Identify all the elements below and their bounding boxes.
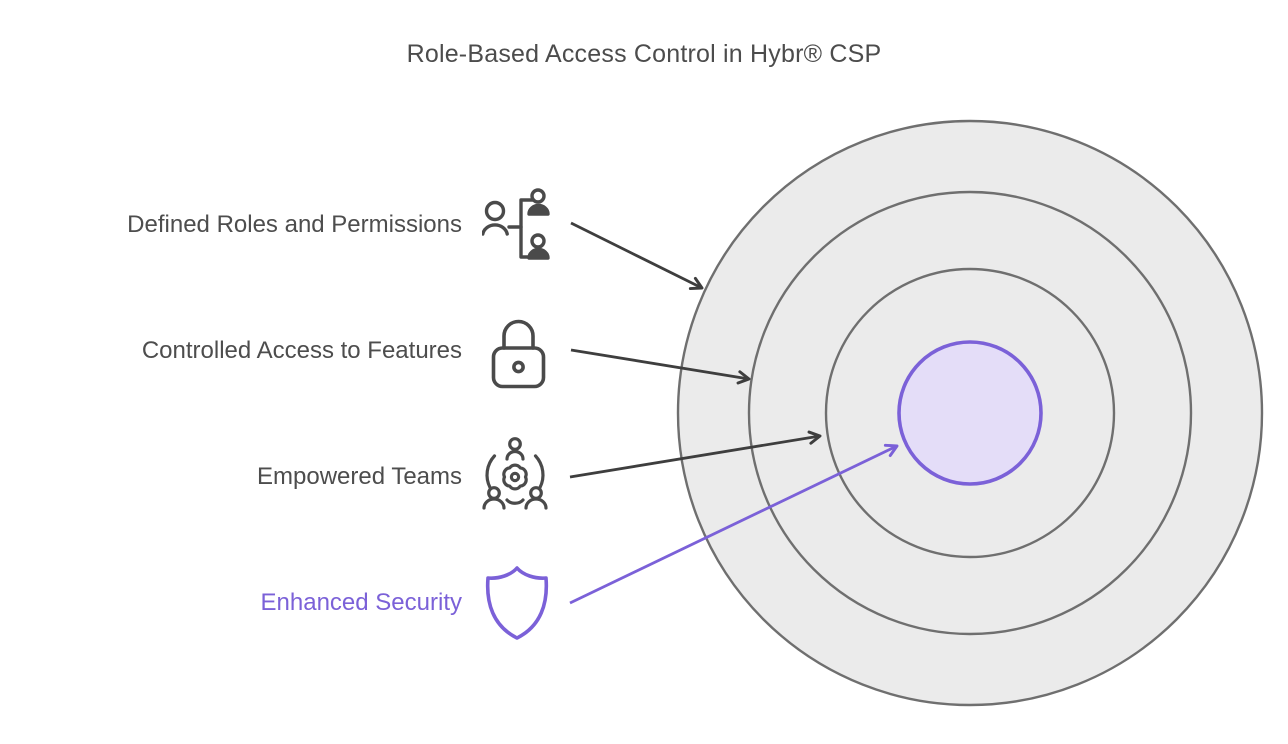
team-gear-icon	[482, 437, 548, 510]
arrow-empowered-teams	[569, 430, 822, 479]
arrow-controlled-access	[570, 348, 751, 385]
arrow-enhanced-security	[569, 443, 899, 605]
arrow-defined-roles	[570, 221, 704, 291]
diagram-title: Role-Based Access Control in Hybr® CSP	[406, 40, 882, 68]
item-label-defined-roles: Defined Roles and Permissions	[127, 211, 462, 238]
shield-icon	[485, 566, 549, 640]
item-label-enhanced-security: Enhanced Security	[260, 589, 462, 616]
lock-icon	[491, 319, 546, 389]
org-roles-icon	[482, 188, 550, 260]
item-label-empowered-teams: Empowered Teams	[257, 463, 462, 490]
item-label-controlled-access: Controlled Access to Features	[141, 337, 462, 364]
core-circle	[897, 340, 1043, 486]
